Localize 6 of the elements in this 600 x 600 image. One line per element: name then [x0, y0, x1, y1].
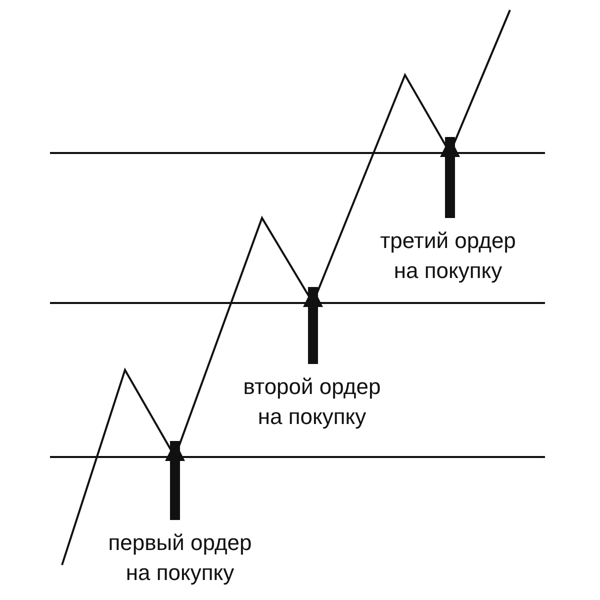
order-label: второй ордер на покупку	[242, 373, 382, 431]
up-arrow	[440, 137, 460, 218]
up-arrow	[303, 287, 323, 364]
up-arrow	[165, 441, 185, 520]
order-label: третий ордер на покупку	[379, 227, 517, 285]
order-label: первый ордер на покупку	[107, 529, 253, 587]
